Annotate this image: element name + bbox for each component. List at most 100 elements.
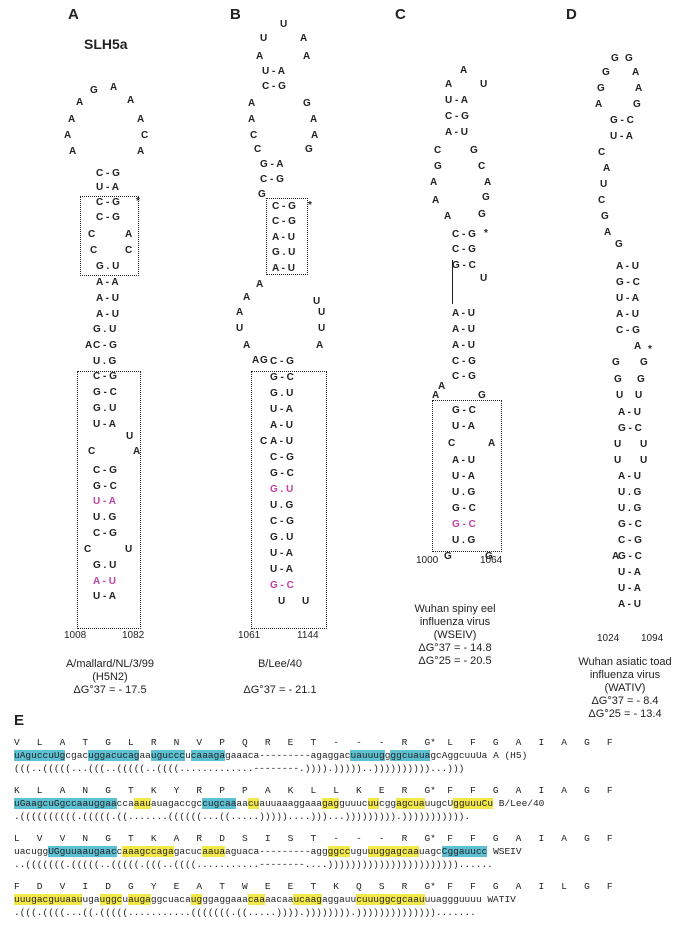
nucleotide: G - C	[452, 503, 476, 514]
nucleotide: G	[602, 67, 610, 78]
nucleotide: A	[248, 114, 256, 125]
nucleotide: A	[110, 82, 118, 93]
nucleotide: U - A	[452, 471, 475, 482]
nucleotide: A - A	[96, 277, 119, 288]
h5-dot-row: (((..(((((...(((..(((((..((((...........…	[14, 763, 465, 774]
nucleotide: G . U	[270, 388, 294, 399]
panel-c-start: 1000	[416, 555, 439, 566]
nucleotide: U	[614, 439, 622, 450]
nucleotide: C - G	[93, 340, 117, 351]
nucleotide: G . U	[93, 403, 117, 414]
nucleotide: G	[470, 145, 478, 156]
nucleotide: G . U	[96, 261, 120, 272]
nucleotide: U - A	[618, 567, 641, 578]
nucleotide: C	[598, 147, 606, 158]
nucleotide: A	[133, 446, 141, 457]
nucleotide: G . U	[272, 247, 296, 258]
nucleotide: A	[635, 83, 643, 94]
nucleotide: U - A	[610, 131, 633, 142]
nucleotide: A - U	[270, 436, 293, 447]
nucleotide: G	[633, 99, 641, 110]
nucleotide: G - C	[270, 580, 294, 591]
nucleotide: A	[632, 67, 640, 78]
nucleotide: U - A	[270, 564, 293, 575]
nucleotide: A	[256, 279, 264, 290]
panel-letter-b: B	[230, 6, 241, 23]
nucleotide: C	[141, 130, 149, 141]
nucleotide: U	[480, 79, 488, 90]
nucleotide: A	[634, 341, 642, 352]
b-seq: uGaagcuGgccaauggaaccaaauauagaccgccugcaaa…	[14, 798, 494, 809]
nucleotide: C - G	[93, 465, 117, 476]
nucleotide: A	[316, 340, 324, 351]
nucleotide: C - G	[270, 516, 294, 527]
nucleotide: U	[313, 296, 321, 307]
nucleotide: G - C	[618, 423, 642, 434]
d-dot-row: .(((.((((...((.(((((...........(((((((.(…	[14, 907, 476, 918]
nucleotide: C - G	[93, 528, 117, 539]
panel-a-box-upper	[80, 196, 139, 276]
nucleotide: A	[603, 163, 611, 174]
nucleotide: A	[69, 146, 77, 157]
nucleotide: A	[68, 114, 76, 125]
nucleotide: G - C	[452, 519, 476, 530]
nucleotide: G . U	[93, 324, 117, 335]
panel-d-dg37: ΔG°37 = - 8.4	[591, 695, 659, 707]
nucleotide: C	[260, 436, 268, 447]
nucleotide: U - A	[270, 404, 293, 415]
nucleotide: U - A	[93, 496, 116, 507]
nucleotide: U	[640, 455, 648, 466]
nucleotide: A - U	[618, 599, 641, 610]
nucleotide: *	[648, 344, 652, 355]
nucleotide: G	[434, 161, 442, 172]
nucleotide: A - U	[618, 471, 641, 482]
nucleotide: A	[137, 114, 145, 125]
nucleotide: U . G	[452, 535, 476, 546]
nucleotide: A	[310, 114, 318, 125]
nucleotide: U - A	[445, 95, 468, 106]
nucleotide: C	[250, 130, 258, 141]
nucleotide: C	[84, 544, 92, 555]
nucleotide: G - C	[93, 387, 117, 398]
nucleotide: U . G	[93, 356, 117, 367]
panel-d-start: 1024	[597, 633, 620, 644]
nucleotide: A	[445, 79, 453, 90]
nucleotide: A	[604, 227, 612, 238]
nucleotide: U	[640, 439, 648, 450]
nucleotide: G	[444, 551, 452, 562]
panel-d-virus-line3: (WATIV)	[604, 682, 646, 694]
nucleotide: C - G	[96, 168, 120, 179]
nucleotide: C - G	[445, 111, 469, 122]
h5-seq-row: uAguccuUgcgacuggacucagaaugucccucaaagagaa…	[14, 750, 527, 762]
nucleotide: A	[612, 551, 620, 562]
nucleotide: U	[302, 596, 310, 607]
panel-c-virus-line3: (WSEIV)	[433, 629, 477, 641]
panel-c-dg25: ΔG°25 = - 20.5	[418, 655, 492, 667]
nucleotide: C	[125, 245, 133, 256]
nucleotide: U - A	[270, 548, 293, 559]
nucleotide: G - C	[93, 481, 117, 492]
nucleotide: U	[318, 323, 326, 334]
panel-a-dg37: ΔG°37 = - 17.5	[73, 684, 147, 696]
nucleotide: U - A	[262, 66, 285, 77]
panel-d-virus-line1: Wuhan asiatic toad	[578, 656, 672, 668]
nucleotide: *	[136, 196, 140, 207]
nucleotide: G - C	[618, 519, 642, 530]
b-seq-row: uGaagcuGgccaauggaaccaaauauagaccgccugcaaa…	[14, 798, 544, 810]
nucleotide: U	[600, 179, 608, 190]
nucleotide: G - A	[260, 159, 284, 170]
nucleotide: A - U	[272, 232, 295, 243]
panel-b-dg37: ΔG°37 = - 21.1	[243, 684, 317, 696]
nucleotide: G	[482, 192, 490, 203]
nucleotide: G	[258, 189, 266, 200]
nucleotide: A	[488, 438, 496, 449]
nucleotide: C	[448, 438, 456, 449]
nucleotide: U	[278, 596, 286, 607]
nucleotide: C - G	[452, 371, 476, 382]
nucleotide: *	[308, 200, 312, 211]
panel-b-caption: B/Lee/40 ΔG°37 = - 21.1	[220, 658, 340, 697]
nucleotide: G - C	[618, 551, 642, 562]
nucleotide: C - G	[452, 356, 476, 367]
nucleotide: U - A	[616, 293, 639, 304]
nucleotide: U	[260, 33, 268, 44]
